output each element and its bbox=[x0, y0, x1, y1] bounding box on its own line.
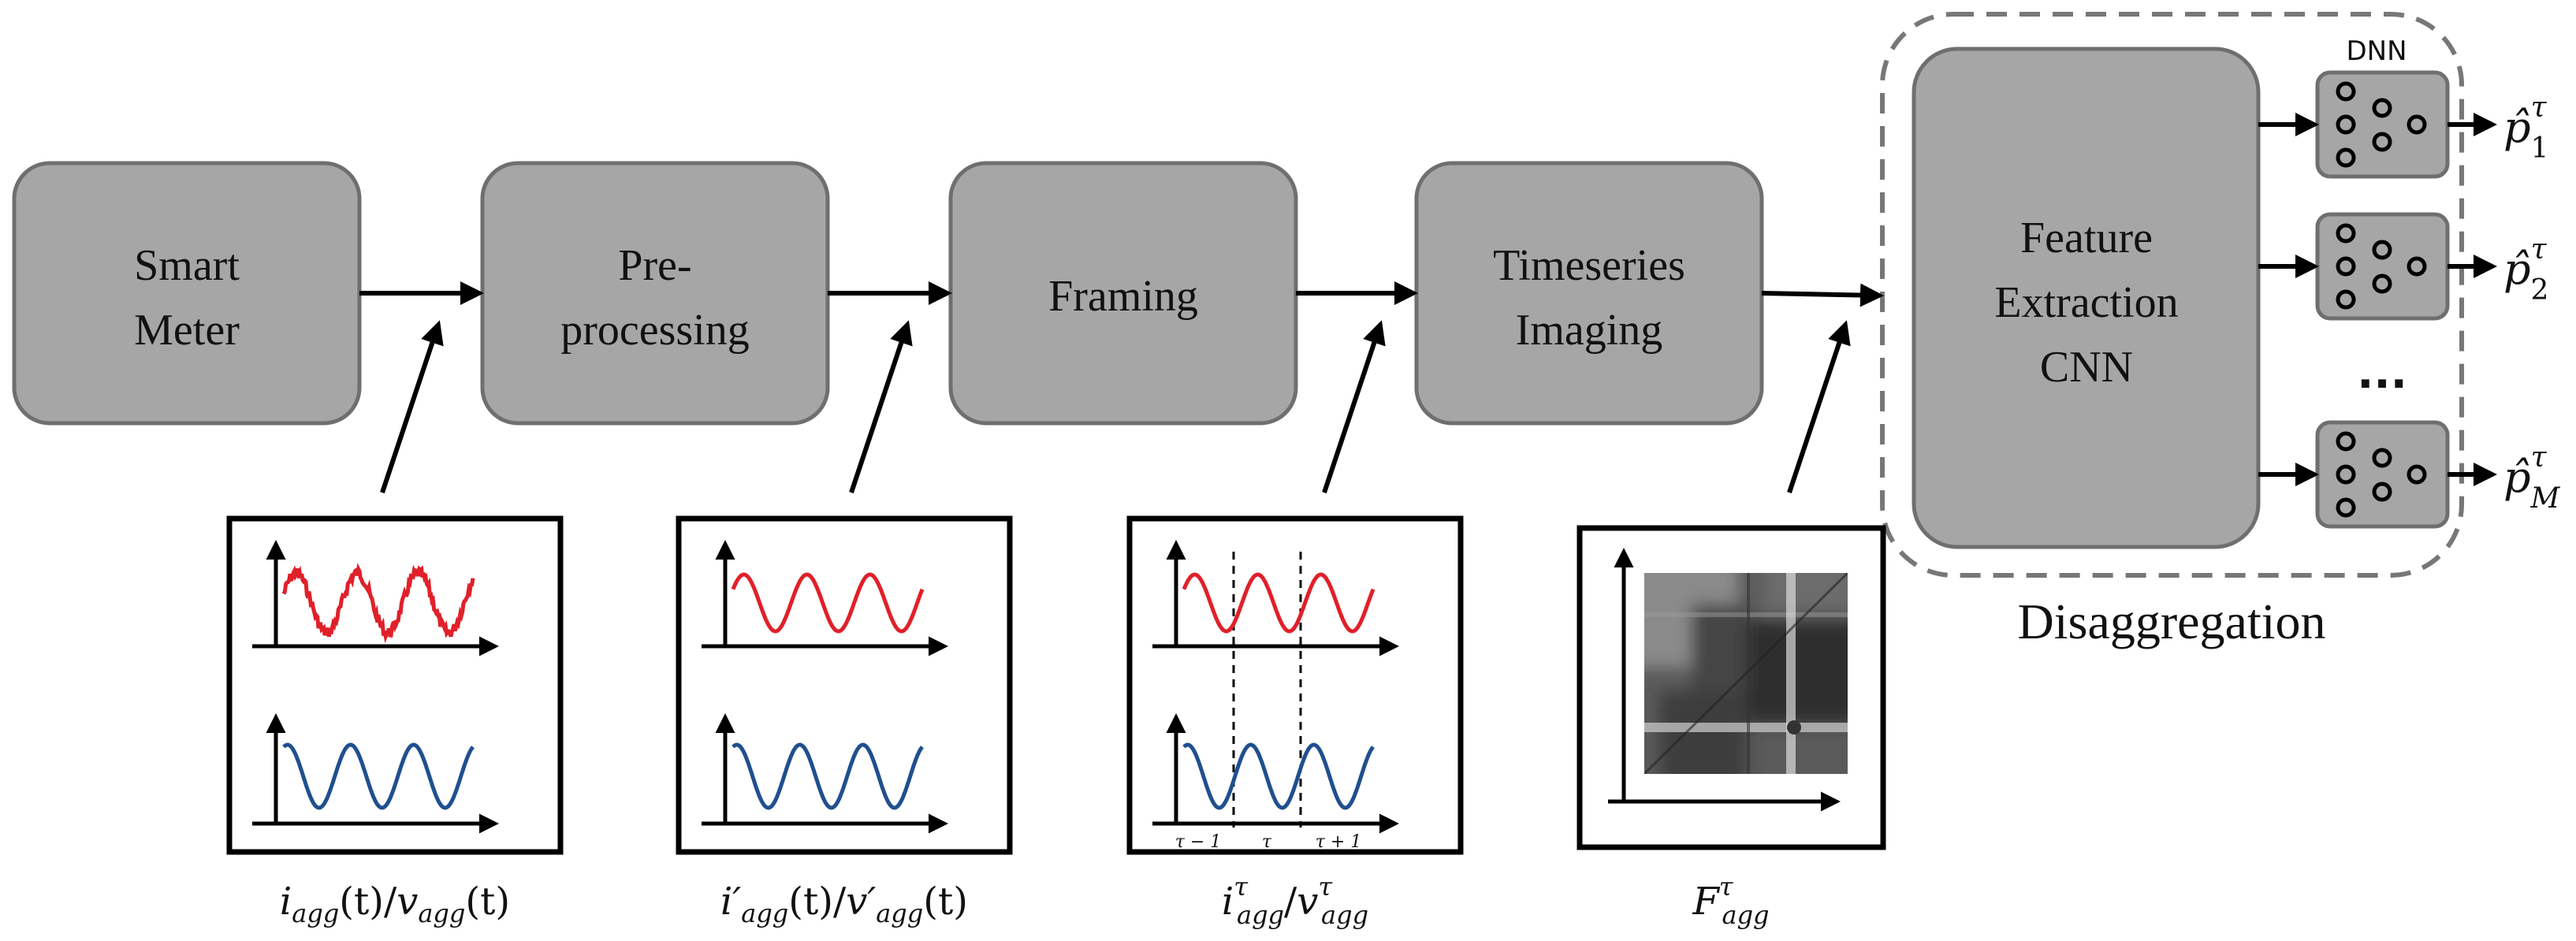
pre-current-waveform bbox=[731, 572, 925, 634]
feature-extraction-cnn-block: Feature Extraction CNN bbox=[1912, 46, 2261, 549]
arrow-framed-signal-input bbox=[1322, 320, 1386, 493]
framing-label: Framing bbox=[1048, 272, 1198, 321]
label-raw-signals: iagg(t)/vagg(t) bbox=[280, 880, 510, 928]
imaging-line1: Timeseries bbox=[1493, 241, 1685, 290]
framed-signal-panel: τ − 1 τ τ + 1 bbox=[1126, 515, 1464, 855]
timeseries-imaging-block: Timeseries Imaging bbox=[1414, 161, 1764, 426]
image-panel bbox=[1576, 525, 1886, 850]
dnn-block-1 bbox=[2315, 70, 2450, 179]
dnn-label: DNN bbox=[2346, 35, 2407, 67]
arrow-imaging-to-disagg bbox=[1761, 283, 1884, 307]
recurrence-image bbox=[1644, 573, 1848, 774]
raw-current-waveform bbox=[281, 563, 475, 644]
tick-tau: τ bbox=[1262, 832, 1272, 852]
cnn-line3: CNN bbox=[2040, 343, 2133, 392]
cnn-line2: Extraction bbox=[1994, 278, 2178, 327]
disaggregation-label: Disaggregation bbox=[2018, 593, 2326, 649]
framed-current-waveform bbox=[1182, 572, 1375, 634]
imaging-line2: Imaging bbox=[1516, 306, 1663, 355]
dnn-block-3 bbox=[2315, 420, 2450, 529]
smart-meter-block: Smart Meter bbox=[12, 161, 362, 426]
tick-tau-plus-1: τ + 1 bbox=[1316, 832, 1362, 852]
framed-voltage-waveform bbox=[1182, 742, 1375, 810]
raw-voltage-waveform bbox=[282, 742, 475, 810]
smart-meter-line2: Meter bbox=[134, 306, 240, 355]
pre-voltage-waveform bbox=[731, 742, 924, 810]
dnn-block-2 bbox=[2315, 212, 2450, 321]
arrow-raw-signal-input bbox=[380, 320, 444, 493]
preprocessing-line1: Pre- bbox=[618, 241, 691, 290]
tick-tau-minus-1: τ − 1 bbox=[1175, 832, 1222, 852]
preprocessed-signal-panel bbox=[676, 515, 1013, 855]
smart-meter-line1: Smart bbox=[134, 241, 240, 290]
raw-signal-panel bbox=[226, 515, 564, 855]
cnn-line1: Feature bbox=[2020, 214, 2153, 262]
preprocessing-line2: processing bbox=[560, 306, 750, 355]
dnn-ellipsis: ... bbox=[2357, 348, 2407, 399]
arrow-pre-signal-input bbox=[849, 320, 913, 493]
framing-block: Framing bbox=[948, 161, 1298, 426]
preprocessing-block: Pre- processing bbox=[480, 161, 830, 426]
label-pre-signals: i′agg(t)/v′agg(t) bbox=[720, 880, 968, 928]
arrow-image-input bbox=[1787, 320, 1851, 493]
